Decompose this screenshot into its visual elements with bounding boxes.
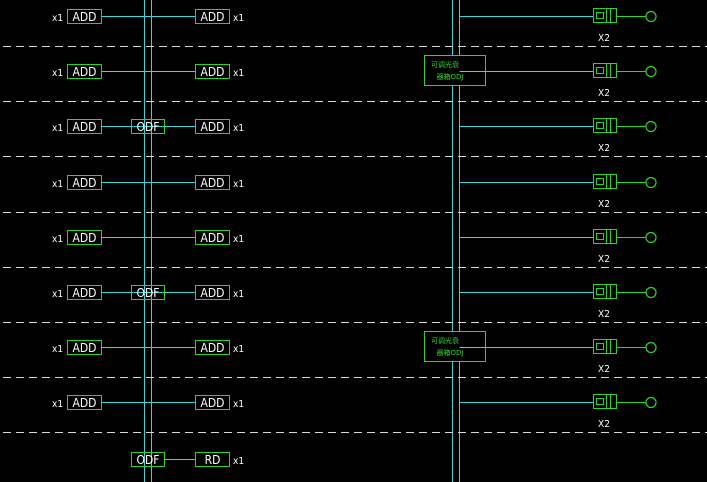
terminal-circle [645,341,657,354]
connector-body [593,394,617,409]
left-add-box-label: ADD [72,120,96,134]
left-add-box-label: ADD [72,10,96,24]
connector-body [593,63,617,78]
left-add-box-label: ADD [72,286,96,300]
right-add-box [195,175,230,190]
connector-body [593,174,617,189]
attenuator-box-line1: 可调光衰 [431,60,459,69]
x2-label: X2 [598,33,610,44]
x2-label: X2 [598,143,610,154]
right-add-box-label: ADD [200,286,224,300]
left-add-box-label: ADD [72,396,96,410]
right-add-box [195,119,230,134]
connector-plug [596,343,604,350]
odf-box-label: ODF [136,120,159,134]
left-add-box-label: ADD [72,231,96,245]
right-add-box [195,285,230,300]
right-x1-label: x1 [233,344,244,355]
left-add-box-label: ADD [72,341,96,355]
x2-label: X2 [598,419,610,430]
attenuator-box-line2: 器箱ODJ [437,348,464,357]
connector-plug [596,178,604,185]
terminal-circle [645,10,657,23]
bottom-rd-box [195,452,230,467]
right-x1-label: x1 [233,234,244,245]
x2-label: X2 [598,199,610,210]
left-x1-label: x1 [52,68,63,79]
connector-body [593,229,617,244]
connector-body [593,8,617,23]
left-x1-label: x1 [52,289,63,300]
right-add-box-label: ADD [200,65,224,79]
x2-label: X2 [598,254,610,265]
connector-plug [596,398,604,405]
connector-body [593,339,617,354]
connector-plug [596,233,604,240]
terminal-circle [645,120,657,133]
attenuator-box [424,55,486,86]
connector-plug [596,67,604,74]
attenuator-box-line2: 器箱ODJ [437,72,464,81]
connector-plug [596,288,604,295]
right-add-box-label: ADD [200,176,224,190]
x2-label: X2 [598,309,610,320]
left-x1-label: x1 [52,13,63,24]
terminal-circle [645,396,657,409]
bottom-x1-label: x1 [233,456,244,467]
right-add-box [195,340,230,355]
connector-plug [596,122,604,129]
attenuator-box-line1: 可调光衰 [431,336,459,345]
right-add-box [195,395,230,410]
left-x1-label: x1 [52,399,63,410]
right-x1-label: x1 [233,123,244,134]
terminal-circle [645,65,657,78]
connector-body [593,118,617,133]
right-x1-label: x1 [233,13,244,24]
odf-box [131,119,165,134]
right-x1-label: x1 [233,289,244,300]
left-x1-label: x1 [52,234,63,245]
right-x1-label: x1 [233,179,244,190]
attenuator-box [424,331,486,362]
odf-box-label: ODF [136,286,159,300]
right-x1-label: x1 [233,399,244,410]
x2-label: X2 [598,364,610,375]
terminal-circle [645,176,657,189]
terminal-circle [645,231,657,244]
connector-body [593,284,617,299]
left-add-box-label: ADD [72,176,96,190]
connector-plug [596,12,604,19]
x2-label: X2 [598,88,610,99]
terminal-circle [645,286,657,299]
left-x1-label: x1 [52,123,63,134]
left-add-box-label: ADD [72,65,96,79]
left-x1-label: x1 [52,179,63,190]
bottom-odf-box-label: ODF [136,453,159,467]
right-add-box [195,64,230,79]
bottom-rd-box-label: RD [205,453,221,467]
right-add-box-label: ADD [200,120,224,134]
left-x1-label: x1 [52,344,63,355]
odf-box [131,285,165,300]
right-add-box-label: ADD [200,396,224,410]
right-add-box-label: ADD [200,231,224,245]
right-add-box-label: ADD [200,10,224,24]
right-add-box-label: ADD [200,341,224,355]
right-add-box [195,9,230,24]
right-x1-label: x1 [233,68,244,79]
right-add-box [195,230,230,245]
